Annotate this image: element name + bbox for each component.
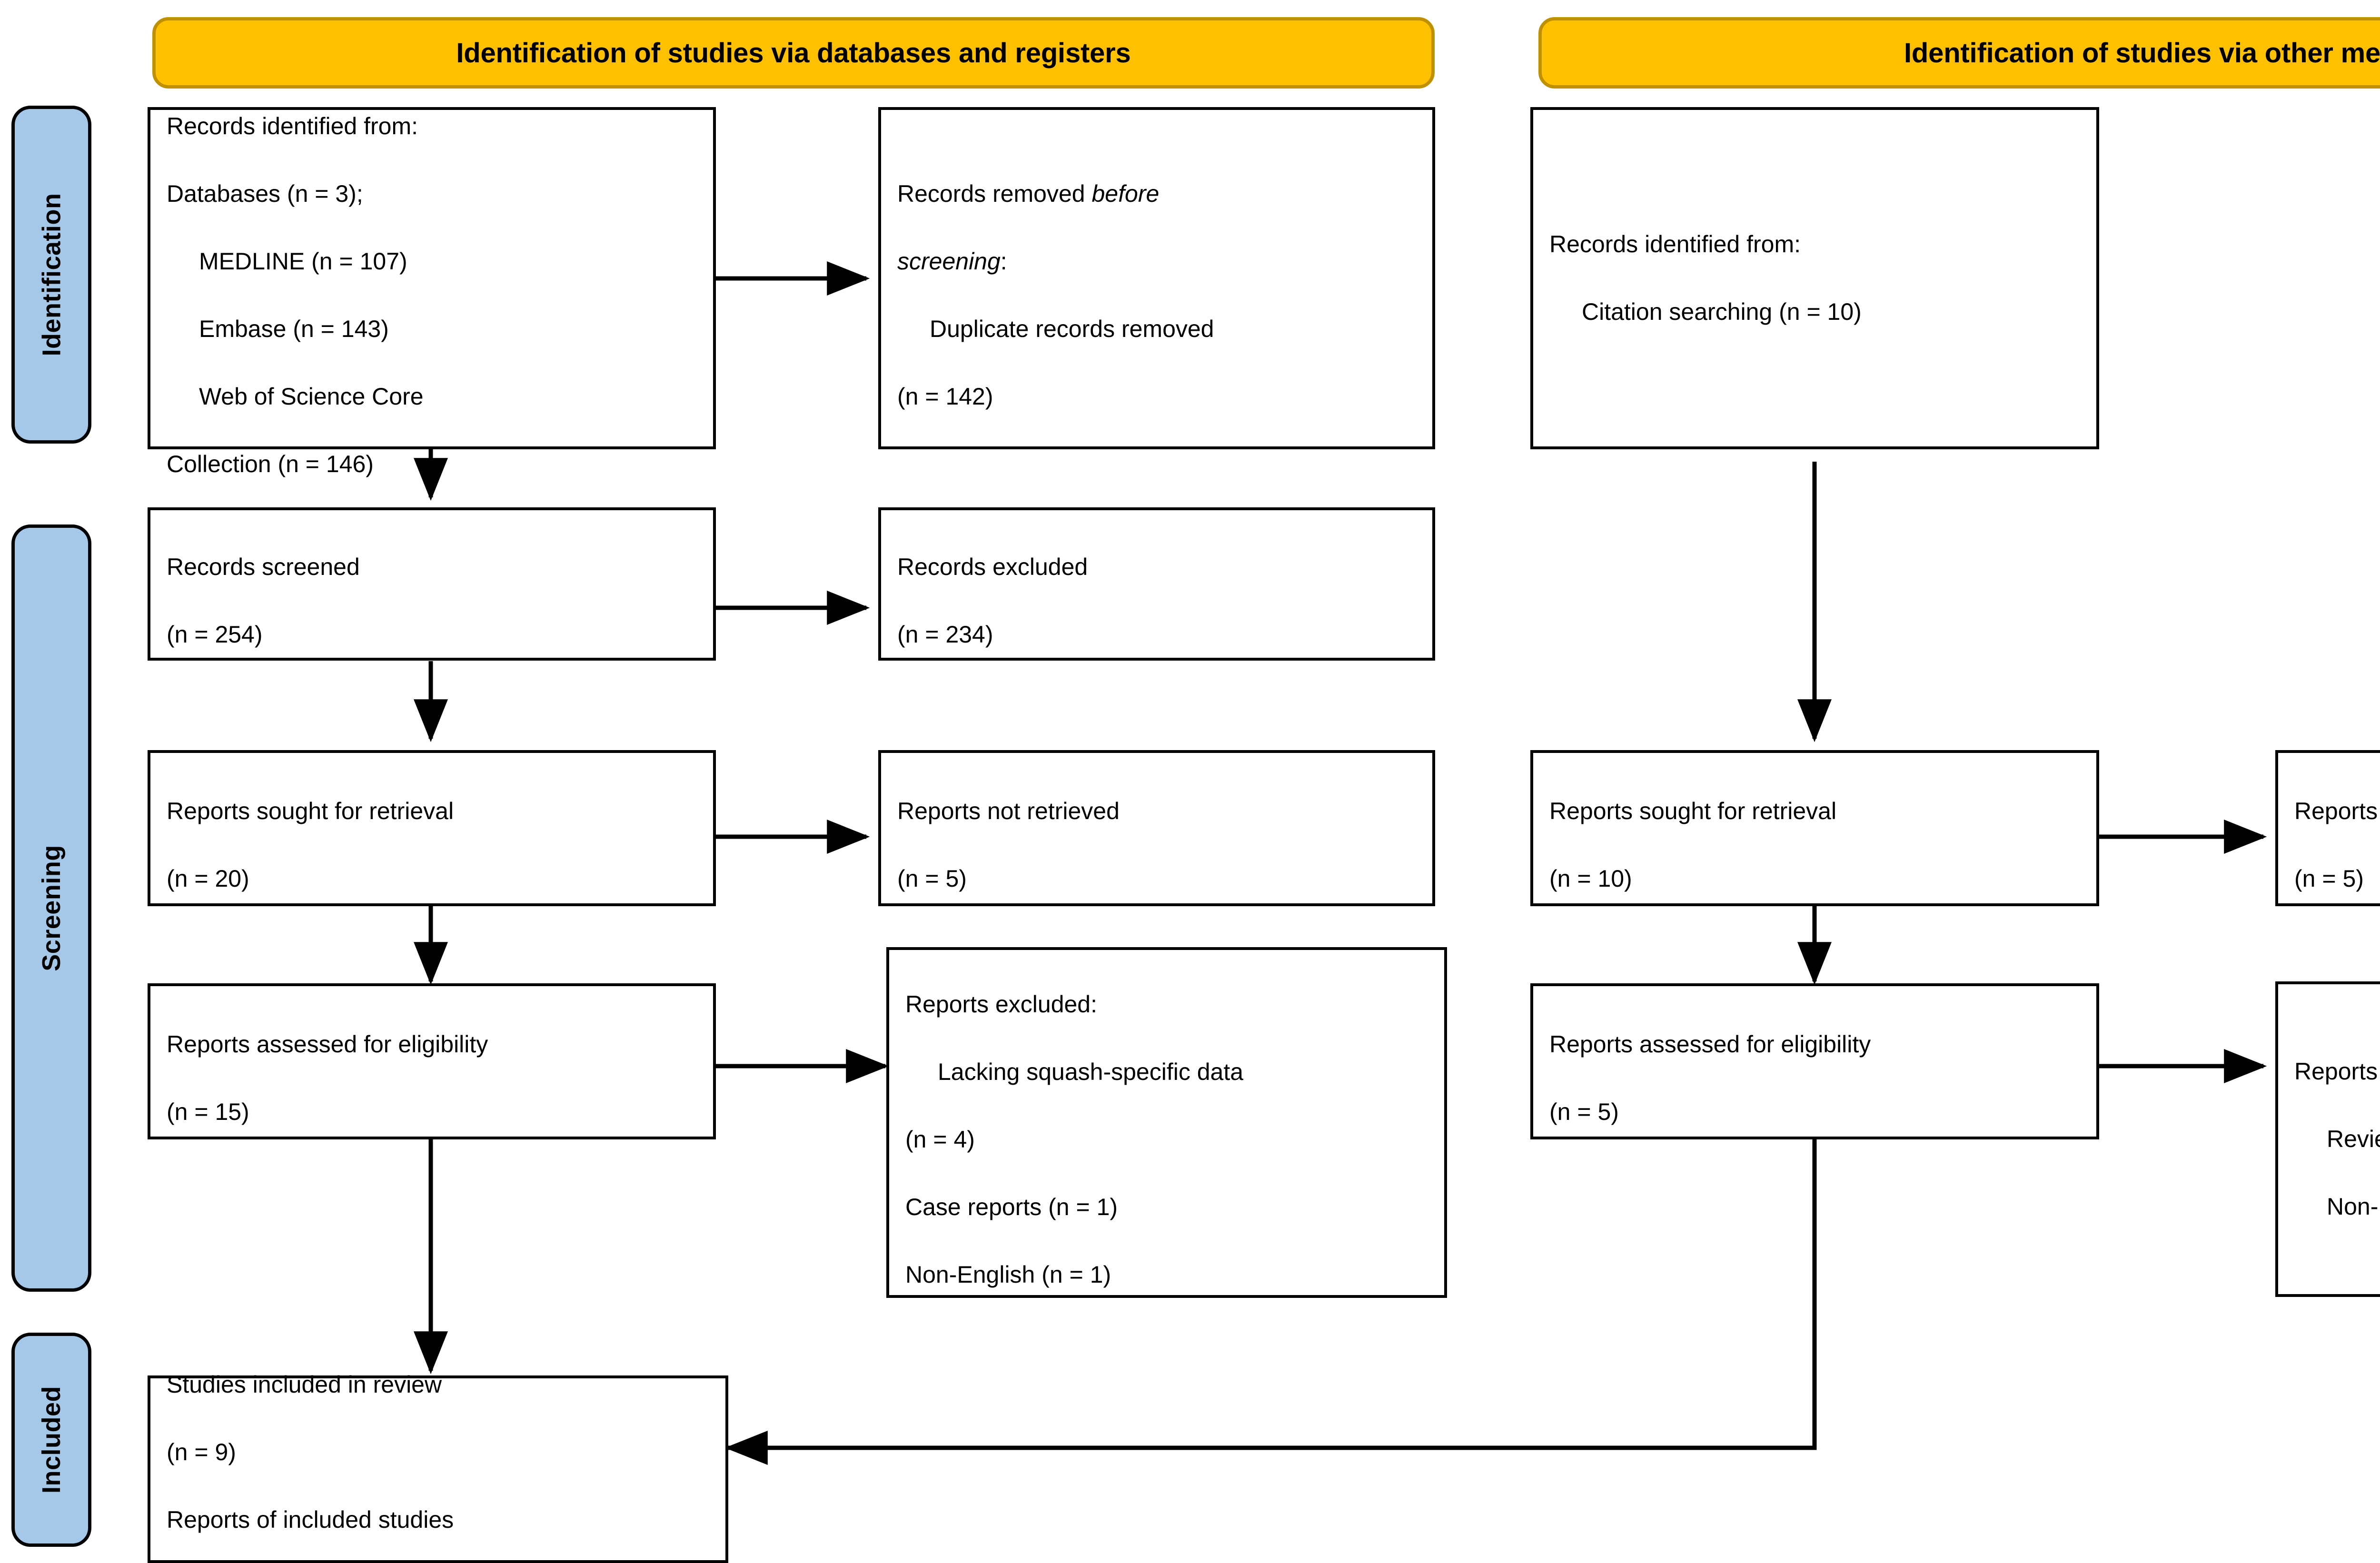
reports-not-retrieved-db-line1: Reports not retrieved xyxy=(897,798,1120,824)
reports-assessed-db-count: (n = 15) xyxy=(167,1098,249,1125)
reports-not-retrieved-db-count: (n = 5) xyxy=(897,865,967,892)
node-reports-not-retrieved-other: Reports not retrieved (n = 5) xyxy=(2275,750,2380,906)
records-screened-line1: Records screened xyxy=(167,554,360,580)
reports-excluded-other-line1: Reports excluded: xyxy=(2294,1058,2378,1085)
node-reports-assessed-databases: Reports assessed for eligibility (n = 15… xyxy=(148,983,716,1139)
node-reports-sought-other: Reports sought for retrieval (n = 10) xyxy=(1530,750,2099,906)
reports-assessed-other-count: (n = 5) xyxy=(1549,1098,1619,1125)
node-reports-excluded-databases: Reports excluded: Lacking squash-specifi… xyxy=(886,947,1447,1298)
records-excluded-line1: Records excluded xyxy=(897,554,1088,580)
reports-assessed-db-line1: Reports assessed for eligibility xyxy=(167,1031,488,1058)
records-identified-embase: Embase (n = 143) xyxy=(199,315,389,342)
reports-excluded-db-line1: Reports excluded: xyxy=(905,990,1098,1018)
reports-not-retrieved-other-count: (n = 5) xyxy=(2294,865,2364,892)
reports-sought-db-count: (n = 20) xyxy=(167,865,249,892)
node-records-screened: Records screened (n = 254) xyxy=(148,507,716,661)
reports-excluded-db-non-english: Non-English (n = 1) xyxy=(905,1261,1111,1288)
records-identified-line1: Records identified from: xyxy=(167,112,418,139)
records-removed-colon: : xyxy=(1000,247,1007,275)
studies-included-line1: Studies included in review xyxy=(167,1371,442,1398)
records-removed-count: (n = 142) xyxy=(897,383,993,410)
reports-excluded-other-review: Review (n = 1) xyxy=(2327,1126,2380,1152)
banner-other-methods-label: Identification of studies via other meth… xyxy=(1904,37,2380,69)
node-reports-sought-databases: Reports sought for retrieval (n = 20) xyxy=(148,750,716,906)
reports-excluded-db-case-reports: Case reports (n = 1) xyxy=(905,1193,1118,1220)
node-records-identified-other: Records identified from: Citation search… xyxy=(1530,107,2099,449)
node-reports-excluded-other: Reports excluded: Review (n = 1) Non-Eng… xyxy=(2275,981,2380,1297)
stage-label-included: Included xyxy=(11,1333,91,1547)
stage-label-included-text: Included xyxy=(37,1385,66,1494)
node-reports-not-retrieved-databases: Reports not retrieved (n = 5) xyxy=(878,750,1435,906)
stage-label-screening: Screening xyxy=(11,524,91,1292)
banner-other-methods: Identification of studies via other meth… xyxy=(1538,17,2380,89)
reports-excluded-other-non-english: Non-English (n = 1) xyxy=(2327,1193,2380,1220)
records-excluded-count: (n = 234) xyxy=(897,621,993,648)
banner-databases-and-registers: Identification of studies via databases … xyxy=(152,17,1435,89)
records-removed-line1-plain: Records removed xyxy=(897,180,1092,207)
banner-databases-label: Identification of studies via databases … xyxy=(456,37,1131,69)
stage-label-identification: Identification xyxy=(11,106,91,444)
node-reports-assessed-other: Reports assessed for eligibility (n = 5) xyxy=(1530,983,2099,1139)
studies-included-reports-line: Reports of included studies xyxy=(167,1506,454,1533)
records-removed-screening-em: screening xyxy=(897,247,1001,275)
node-studies-included: Studies included in review (n = 9) Repor… xyxy=(148,1371,728,1563)
reports-not-retrieved-other-line1: Reports not retrieved xyxy=(2294,798,2378,824)
stage-label-identification-text: Identification xyxy=(37,193,66,356)
reports-excluded-db-lacking: Lacking squash-specific data xyxy=(938,1058,1244,1085)
studies-included-count: (n = 9) xyxy=(167,1439,236,1465)
reports-sought-other-count: (n = 10) xyxy=(1549,865,1632,892)
node-records-excluded: Records excluded (n = 234) xyxy=(878,507,1435,661)
reports-excluded-db-lacking-count: (n = 4) xyxy=(905,1126,975,1153)
records-identified-collection: Collection (n = 146) xyxy=(167,450,374,477)
records-identified-line2: Databases (n = 3); xyxy=(167,180,363,207)
reports-assessed-other-line1: Reports assessed for eligibility xyxy=(1549,1031,1871,1058)
reports-sought-other-line1: Reports sought for retrieval xyxy=(1549,798,1837,824)
stage-label-screening-text: Screening xyxy=(37,845,66,971)
records-screened-count: (n = 254) xyxy=(167,621,263,648)
node-records-removed-before-screening: Records removed before screening: Duplic… xyxy=(878,107,1435,449)
node-records-identified-databases: Records identified from: Databases (n = … xyxy=(148,107,716,477)
records-identified-wos: Web of Science Core xyxy=(199,383,424,410)
records-identified-other-line1: Records identified from: xyxy=(1549,231,1801,257)
reports-sought-db-line1: Reports sought for retrieval xyxy=(167,798,454,824)
records-identified-medline: MEDLINE (n = 107) xyxy=(199,247,407,275)
records-identified-other-citation: Citation searching (n = 10) xyxy=(1582,298,1862,325)
records-removed-before-em: before xyxy=(1091,180,1160,207)
records-removed-duplicates: Duplicate records removed xyxy=(930,315,1214,342)
